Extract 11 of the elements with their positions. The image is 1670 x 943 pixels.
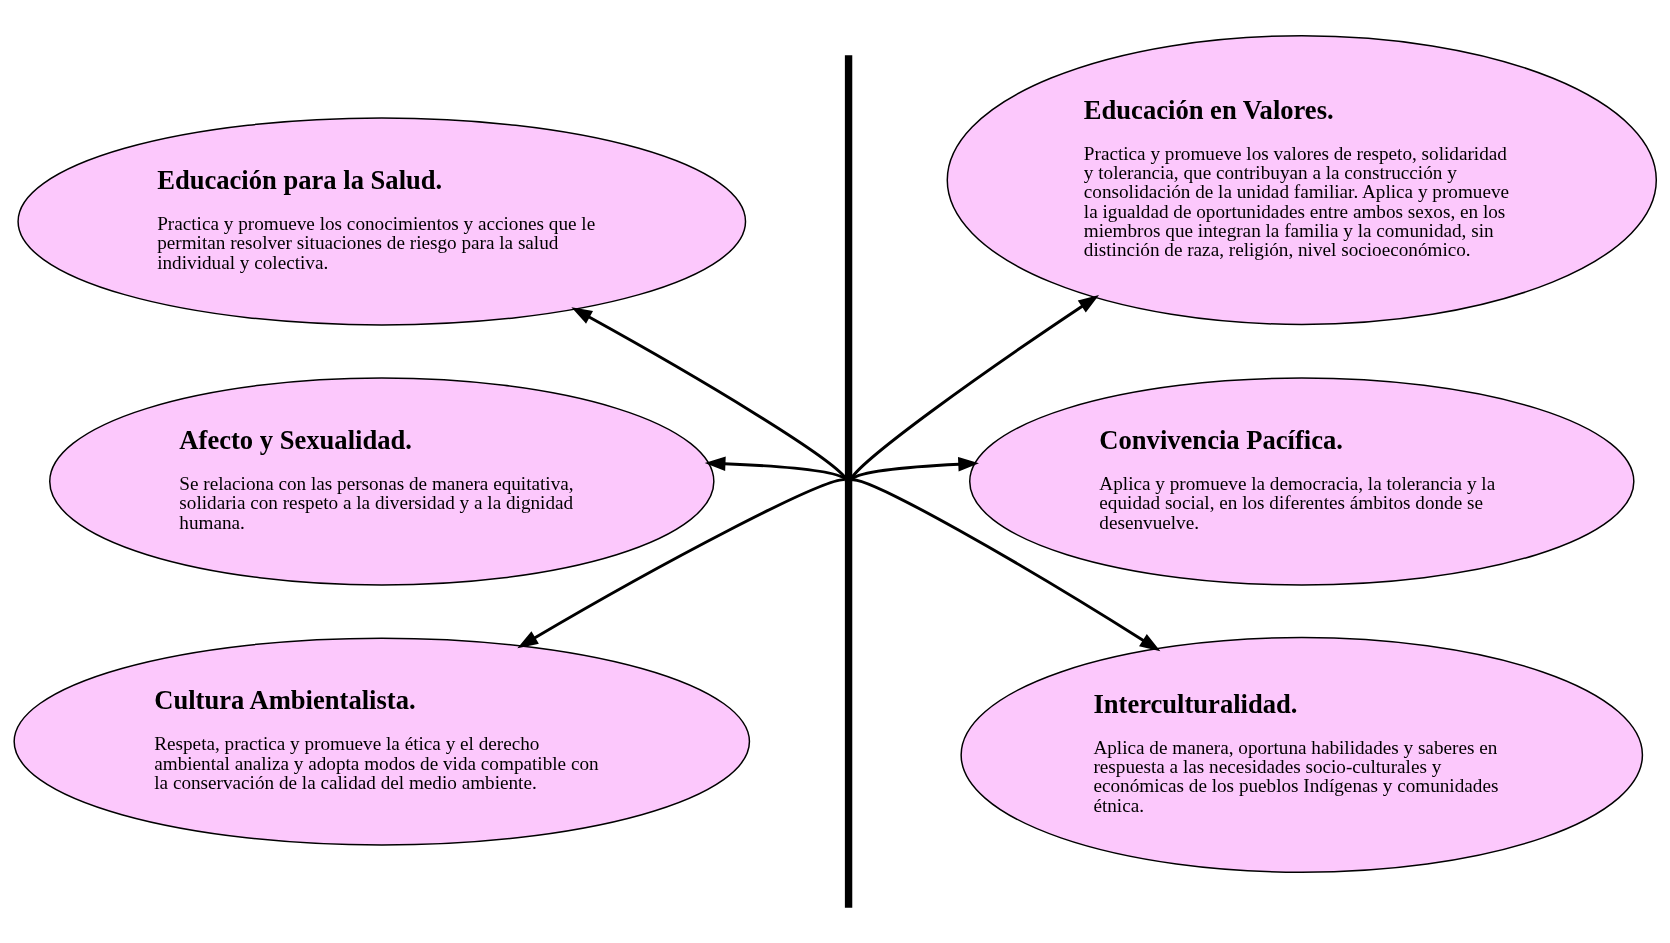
arrow [571,307,847,479]
arrow [704,456,847,481]
node-bar [844,55,853,908]
node-ellipse: Educación en Valores. Practica y promueve los valores de respeto, solidaridad y tolerancia, que contribuyan a la construcción y consolidación de la unidad familiar. Aplica y promueve la igualdad de oportunidades entre ambos sexos, en los miembros que integran la familia y la comunidad, sin distinción de raza, religión, nivel socioeconómico. [946,35,1658,326]
arrow [517,478,846,649]
arrow [850,295,1100,479]
arrow [851,478,1161,652]
node-ellipse: Convivencia Pacífica. Aplica y promueve la democracia, la tolerancia y la equidad social, en los diferentes ámbitos donde se desenvuelve. [969,377,1635,586]
node-ellipse: Cultura Ambientalista. Respeta, practica y promueve la ética y el derecho ambiental analiza y adopta modos de vida compatible con la conservación de la calidad del medio ambiente. [13,637,751,846]
node-ellipse: Afecto y Sexualidad. Se relaciona con las personas de manera equitativa, solidaria con respeto a la diversidad y a la dignidad humana. [49,377,715,586]
arrow [850,456,979,481]
